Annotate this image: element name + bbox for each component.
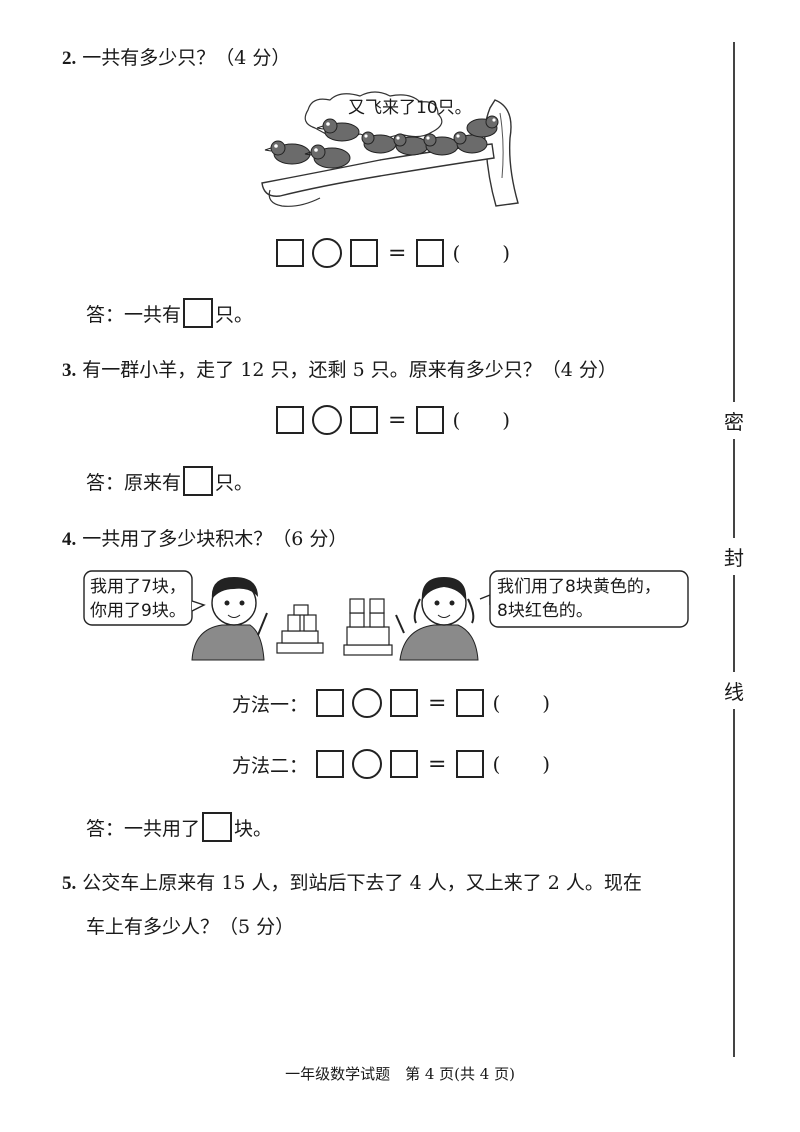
q2-equals-sign: = (388, 240, 407, 266)
m1-equals-sign: = (428, 690, 447, 716)
bird-speech-text: 又飞来了10只。 (348, 98, 472, 118)
q4-answer-line: 答：一共用了 块。 (86, 812, 272, 842)
method1-label: 方法一： (232, 693, 309, 716)
q2-unit-parens: () (452, 241, 511, 265)
question-4-number: 4. (62, 529, 77, 550)
m1-operand2-box[interactable] (390, 689, 419, 717)
boy-speech-text: 我用了7块， 你用了9块。 (90, 575, 186, 623)
q4-method1-row: 方法一： = () (232, 688, 550, 718)
q2-operator-circle[interactable] (312, 238, 342, 268)
girl-speech-line-2: 8块红色的。 (497, 601, 593, 621)
q3-operand1-box[interactable] (276, 406, 304, 434)
question-2-number: 2. (62, 48, 77, 69)
q4-answer-prefix: 答：一共用了 (86, 817, 201, 840)
q4-answer-box[interactable] (202, 812, 233, 842)
question-4-title: 4. 一共用了多少块积木？（6 分） (62, 524, 347, 551)
q3-result-box[interactable] (416, 406, 445, 434)
method2-label: 方法二： (232, 754, 309, 777)
girl-speech-text: 我们用了8块黄色的， 8块红色的。 (497, 575, 661, 623)
q3-answer-suffix: 只。 (215, 471, 254, 494)
question-5-text-line1: 公交车上原来有 15 人，到站后下去了 4 人，又上来了 2 人。现在 (82, 872, 642, 894)
birds-on-branch-illustration (261, 91, 519, 207)
m2-operand2-box[interactable] (390, 750, 419, 778)
q3-equation-row: = () (276, 405, 510, 435)
q3-answer-line: 答：原来有 只。 (86, 466, 253, 496)
m1-operand1-box[interactable] (316, 689, 345, 717)
seal-char-mi: 密 (722, 402, 746, 439)
q2-answer-prefix: 答：一共有 (86, 303, 182, 326)
m2-operand1-box[interactable] (316, 750, 345, 778)
q3-equals-sign: = (388, 407, 407, 433)
q2-operand1-box[interactable] (276, 239, 304, 267)
question-2-title: 2. 一共有多少只？（4 分） (62, 43, 290, 70)
page-footer: 一年级数学试题 第 4 页(共 4 页) (285, 1065, 515, 1083)
question-2-text: 一共有多少只？（4 分） (82, 47, 291, 69)
girl-figure (395, 577, 479, 661)
q3-answer-prefix: 答：原来有 (86, 471, 182, 494)
m2-result-box[interactable] (456, 750, 485, 778)
question-5-title: 5. 公交车上原来有 15 人，到站后下去了 4 人，又上来了 2 人。现在 (62, 868, 642, 895)
q2-result-box[interactable] (416, 239, 445, 267)
q3-answer-box[interactable] (183, 466, 214, 496)
question-5-number: 5. (62, 873, 77, 894)
m2-unit-parens: () (492, 752, 551, 776)
q3-unit-parens: () (452, 408, 511, 432)
question-3-title: 3. 有一群小羊，走了 12 只，还剩 5 只。原来有多少只？（4 分） (62, 355, 617, 382)
m1-operator-circle[interactable] (352, 688, 383, 718)
question-3-number: 3. (62, 360, 77, 381)
boy-figure (191, 577, 268, 661)
question-3-text: 有一群小羊，走了 12 只，还剩 5 只。原来有多少只？（4 分） (82, 359, 617, 381)
m1-unit-parens: () (492, 691, 551, 715)
seal-char-feng: 封 (722, 538, 746, 575)
q2-equation-row: = () (276, 238, 510, 268)
boy-speech-line-1: 我用了7块， (90, 577, 186, 597)
q3-operator-circle[interactable] (312, 405, 342, 435)
q3-operand2-box[interactable] (350, 406, 378, 434)
question-5-text-line2: 车上有多少人？（5 分） (86, 916, 295, 938)
q4-method2-row: 方法二： = () (232, 749, 550, 779)
children-blocks-illustration (83, 570, 689, 661)
m1-result-box[interactable] (456, 689, 485, 717)
q2-answer-suffix: 只。 (215, 303, 254, 326)
girl-speech-line-1: 我们用了8块黄色的， (497, 577, 661, 597)
q2-answer-line: 答：一共有 只。 (86, 298, 253, 328)
q2-operand2-box[interactable] (350, 239, 378, 267)
question-4-text: 一共用了多少块积木？（6 分） (82, 528, 348, 550)
q2-answer-box[interactable] (183, 298, 214, 328)
q4-answer-suffix: 块。 (234, 817, 273, 840)
m2-equals-sign: = (428, 751, 447, 777)
boy-speech-line-2: 你用了9块。 (90, 601, 186, 621)
seal-char-xian: 线 (722, 672, 746, 709)
m2-operator-circle[interactable] (352, 749, 383, 779)
